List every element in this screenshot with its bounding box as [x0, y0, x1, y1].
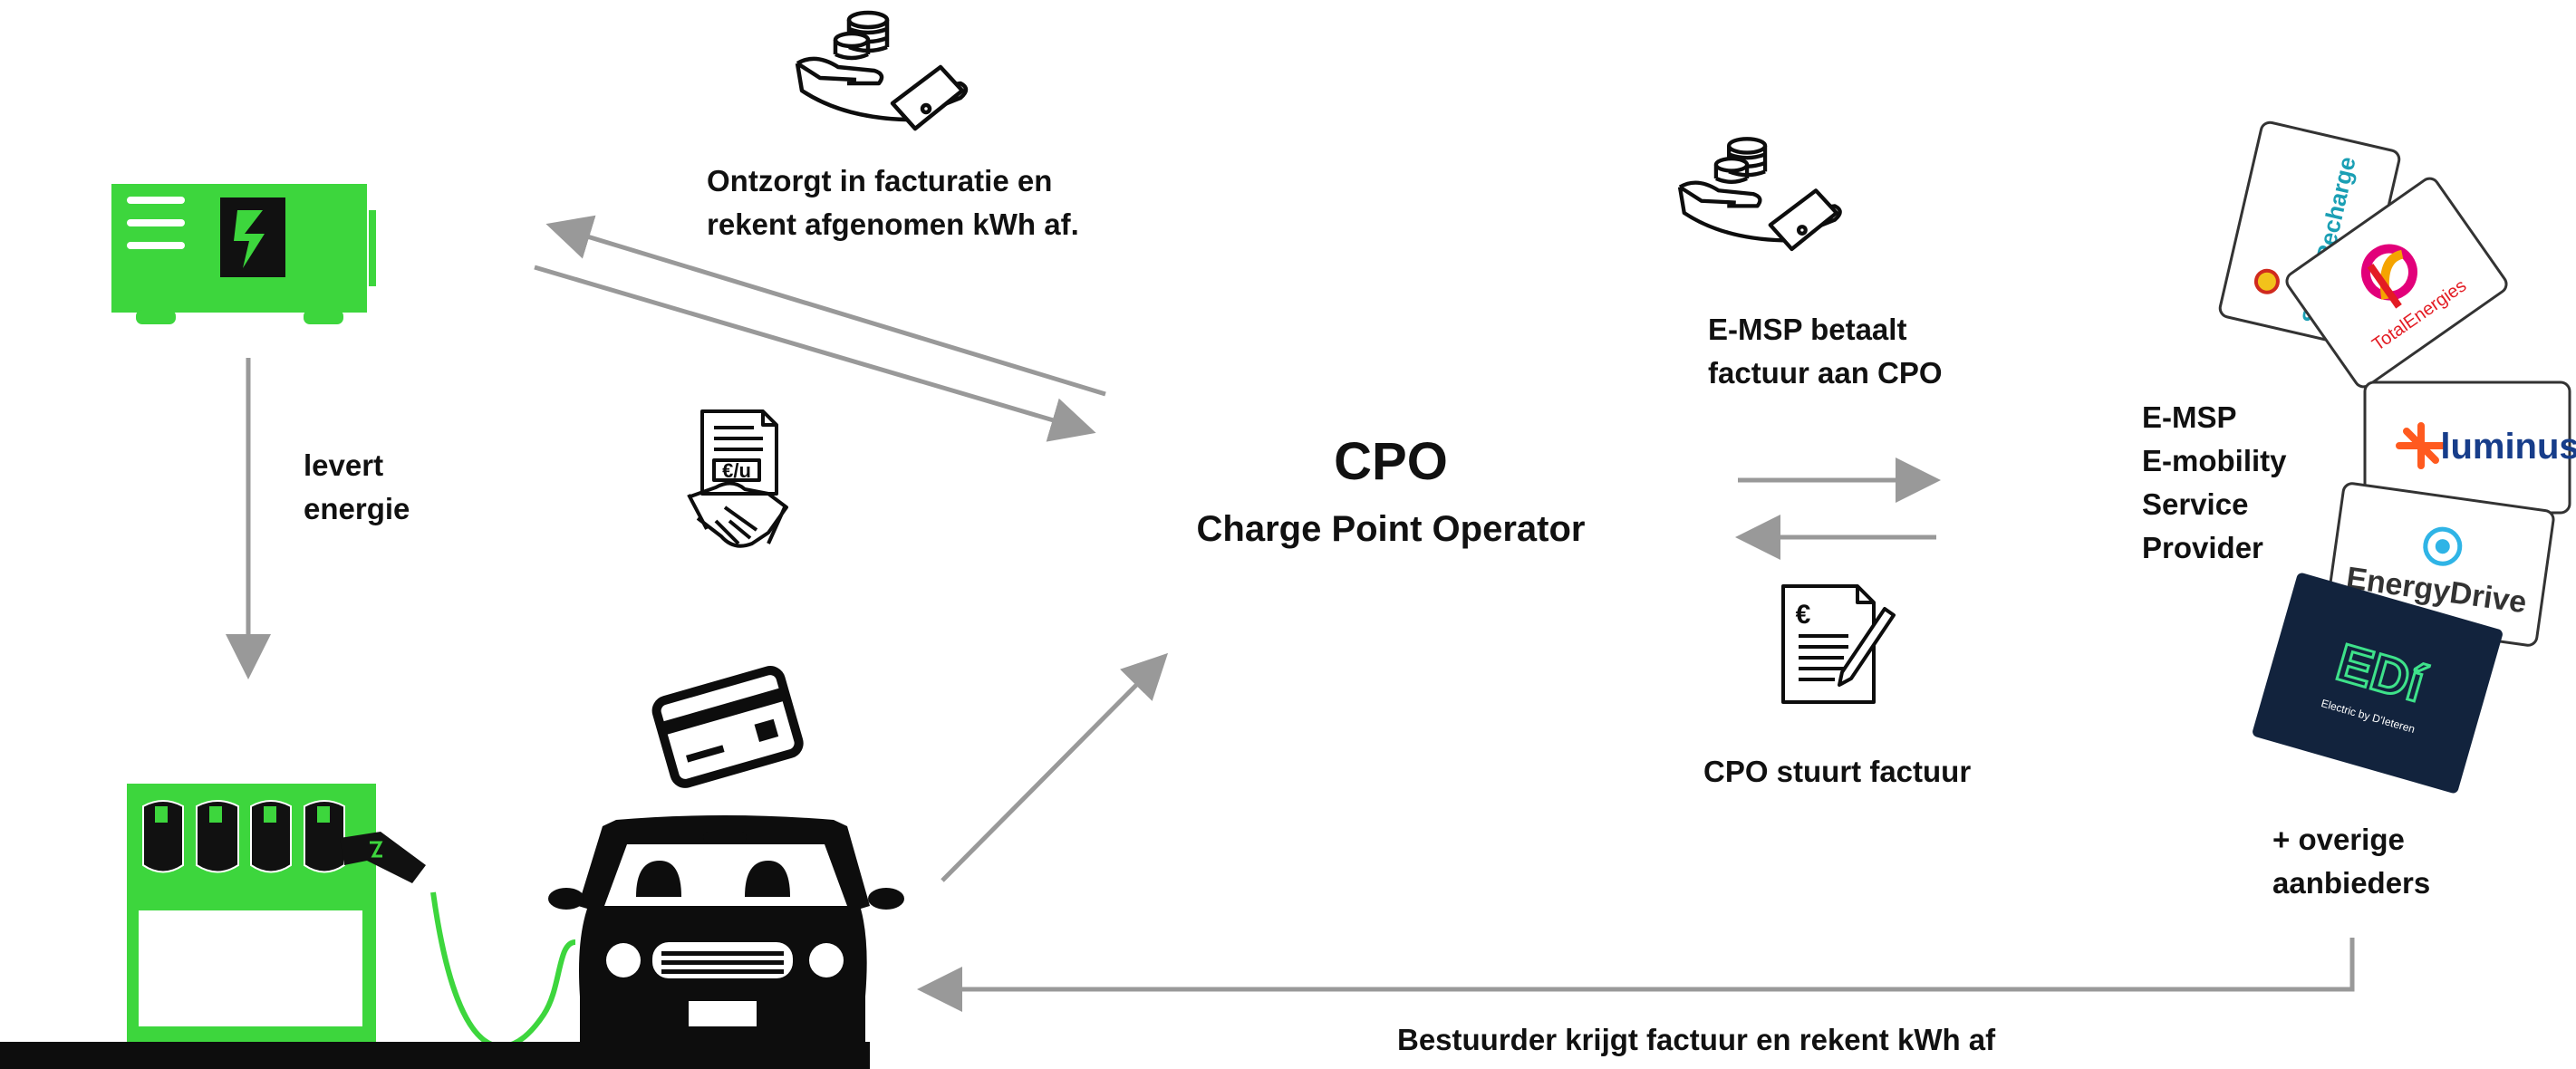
supplies-energy-label: levert energie — [304, 444, 410, 531]
provider-card-edi: EDí Electric by D'Ieteren — [2253, 573, 2503, 794]
credit-card-icon — [651, 666, 804, 788]
provider-card-totalenergies: TotalEnergies — [2285, 177, 2508, 389]
cpo-subtitle: Charge Point Operator — [1196, 509, 1586, 549]
driver-invoice-label: Bestuurder krijgt factuur en rekent kWh … — [1397, 1023, 1996, 1056]
euro-symbol: € — [1796, 600, 1811, 630]
hand-coins-icon — [795, 10, 969, 131]
arrows — [226, 215, 2355, 1012]
supplier-billing-note-line2: rekent afgenomen kWh af. — [707, 207, 1079, 241]
cpo-sends-invoice-label: CPO stuurt factuur — [1703, 755, 1972, 788]
hand-coins-icon — [1677, 137, 1842, 252]
provider-logo-text: luminus — [2440, 427, 2576, 467]
supplies-energy-line2: energie — [304, 492, 410, 525]
provider-card-luminus: luminus — [2363, 380, 2576, 515]
supplier-billing-note: Ontzorgt in facturatie en rekent afgenom… — [707, 159, 1079, 246]
other-providers-line2: aanbieders — [2272, 866, 2431, 900]
arrow-car-to-cpo — [941, 652, 1169, 882]
emsp-definition-line4: Provider — [2142, 531, 2263, 564]
arrow-cpo-to-supplier — [545, 215, 1106, 397]
arrow-supplier-to-cpo — [534, 265, 1096, 442]
invoice-pen-icon — [1781, 584, 1896, 704]
car-icon — [548, 815, 904, 1042]
emsp-definition-line1: E-MSP — [2142, 400, 2237, 434]
emsp-definition-line2: E-mobility — [2142, 444, 2287, 477]
cpo-title: CPO — [1334, 432, 1448, 491]
contract-handshake-icon — [687, 409, 788, 548]
charging-station-icon — [0, 784, 870, 1069]
emsp-pays-label: E-MSP betaalt factuur aan CPO — [1708, 308, 1943, 395]
arrow-provider-to-driver — [917, 938, 2355, 1012]
energy-meter-icon — [111, 184, 376, 324]
supplier-billing-note-line1: Ontzorgt in facturatie en — [707, 164, 1053, 197]
other-providers-line1: + overige — [2272, 823, 2405, 856]
supplies-energy-line1: levert — [304, 448, 384, 482]
other-providers-label: + overige aanbieders — [2272, 818, 2430, 905]
emsp-definition: E-MSP E-mobility Service Provider — [2142, 396, 2287, 570]
tariff-symbol: €/u — [722, 459, 751, 482]
emsp-definition-line3: Service — [2142, 487, 2249, 521]
emsp-pays-line2: factuur aan CPO — [1708, 356, 1943, 390]
emsp-pays-line1: E-MSP betaalt — [1708, 313, 1907, 346]
